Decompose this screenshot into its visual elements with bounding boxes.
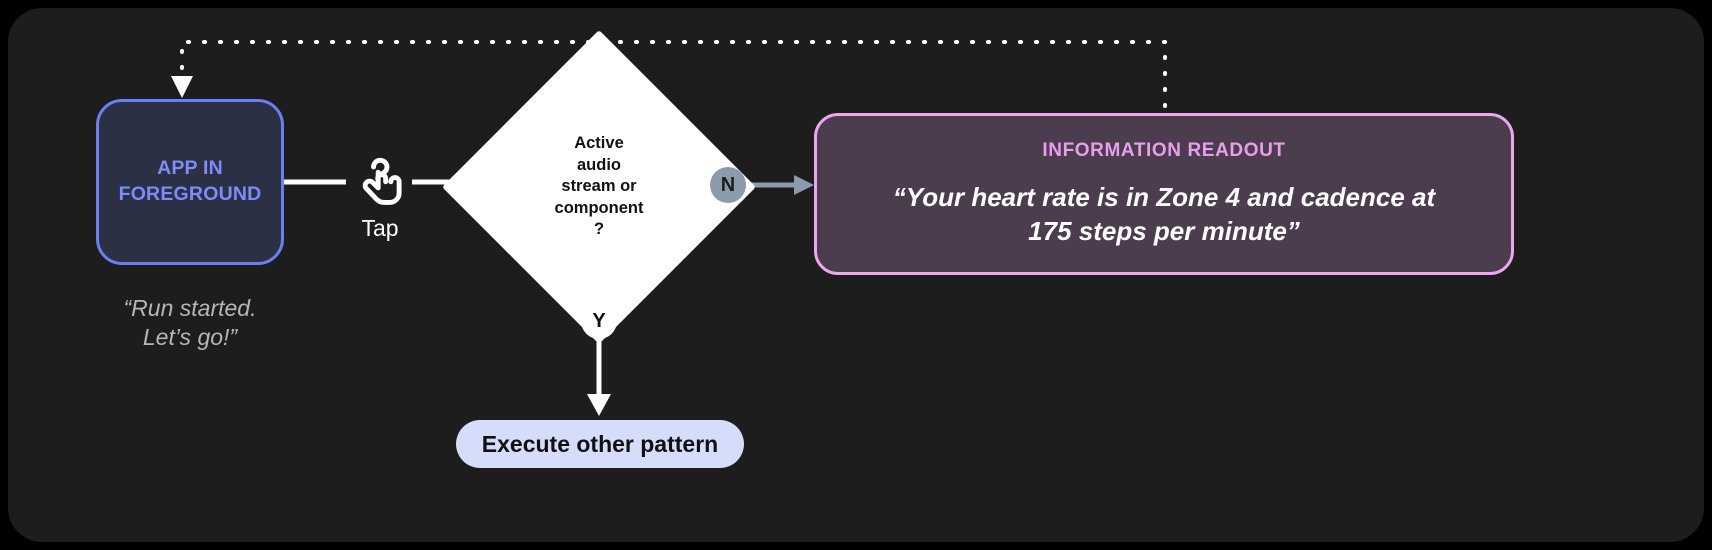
branch-badge-no: N: [710, 167, 746, 203]
node-app-in-foreground[interactable]: APP IN FOREGROUND: [96, 99, 284, 265]
node-execute-other-pattern[interactable]: Execute other pattern: [456, 420, 744, 468]
gesture-tap-label: Tap: [361, 215, 399, 241]
node-app-label: APP IN FOREGROUND: [118, 157, 262, 205]
decision-label: Active audio stream or component ?: [554, 134, 644, 239]
tap-gesture-icon: [362, 157, 402, 205]
node-decision-audio-stream[interactable]: Active audio stream or component ?: [442, 30, 756, 344]
arrowhead-feedback-to-app: [171, 76, 193, 98]
readout-body: “Your heart rate is in Zone 4 and cadenc…: [892, 181, 1436, 246]
node-information-readout[interactable]: INFORMATION READOUT “Your heart rate is …: [814, 113, 1514, 275]
app-node-caption: “Run started. Let’s go!”: [123, 295, 257, 351]
arrowhead-y-to-execute: [587, 394, 611, 416]
branch-badge-yes: Y: [581, 303, 617, 339]
gesture-tap-group: Tap: [340, 151, 420, 251]
arrowhead-n-to-readout: [794, 175, 814, 195]
readout-title: INFORMATION READOUT: [1042, 139, 1286, 161]
connector-layer: [171, 40, 1167, 416]
diagram-canvas: APP IN FOREGROUND “Run started. Let’s go…: [8, 8, 1704, 542]
